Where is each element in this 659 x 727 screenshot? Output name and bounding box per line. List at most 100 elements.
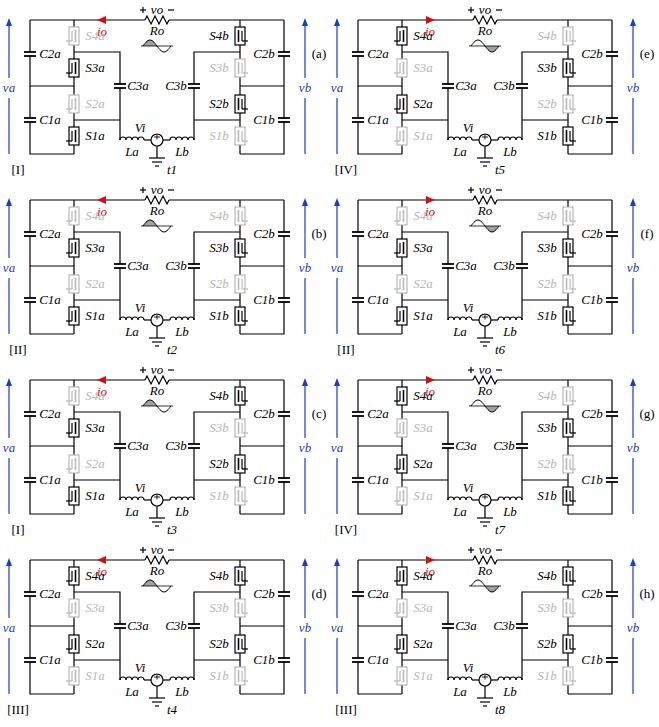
switch-label: S3a (413, 61, 433, 75)
switch-label: S3b (209, 61, 229, 75)
wire (568, 625, 612, 626)
wire (358, 199, 473, 200)
mosfet-symbol (394, 667, 407, 685)
capacitor-label: C2a (39, 227, 61, 241)
voltage-label: vo (151, 543, 163, 557)
time-label: t5 (495, 163, 505, 177)
arrowhead (334, 18, 340, 26)
wire (29, 596, 30, 658)
wire (168, 9, 174, 10)
wire (29, 56, 30, 118)
wire (156, 506, 157, 518)
wire (522, 52, 568, 84)
wire (144, 139, 151, 140)
capacitor-label: C2a (39, 47, 61, 61)
wire (278, 477, 290, 479)
mosfet-symbol (235, 635, 248, 653)
wire (30, 445, 74, 446)
inductor-symbol (498, 677, 522, 680)
mosfet-symbol (66, 275, 79, 293)
capacitor-label: C3a (127, 619, 149, 633)
wire (496, 369, 502, 370)
wire (402, 119, 448, 120)
wire (74, 299, 120, 300)
wire (156, 326, 157, 338)
switch-label: S1b (209, 309, 229, 323)
mosfet-symbol (394, 307, 407, 325)
wire (145, 556, 169, 564)
wire (485, 495, 486, 500)
wire (240, 445, 284, 446)
capacitor-label: C3a (127, 439, 149, 453)
wire (447, 88, 448, 140)
arrowhead (97, 556, 106, 564)
capacitor-label: C2a (39, 407, 61, 421)
capacitor-label: C1a (39, 473, 61, 487)
arrowhead (630, 198, 636, 206)
panel-letter: (h) (639, 587, 654, 601)
wire (304, 565, 305, 618)
capacitor-label: C2a (367, 47, 389, 61)
inductor-symbol (498, 317, 522, 320)
mosfet-symbol (563, 239, 576, 257)
switch-label: S4a (413, 569, 433, 583)
inductor-symbol (170, 317, 194, 320)
wire (336, 25, 337, 78)
wire (472, 679, 479, 680)
wire (194, 592, 240, 624)
voltage-label: vb (626, 81, 640, 95)
capacitor-label: C1b (253, 293, 275, 307)
wire (442, 263, 454, 265)
wire (352, 411, 364, 413)
capacitor-label: C3b (165, 619, 187, 633)
wire (485, 135, 486, 140)
mode-label: [II] (9, 343, 26, 357)
wire (402, 52, 448, 84)
voltage-label: va (2, 261, 16, 275)
panel-letter: (b) (311, 227, 326, 241)
wire (470, 547, 471, 553)
mosfet-symbol (235, 387, 248, 405)
voltage-label: vo (151, 3, 163, 17)
wire (358, 19, 473, 20)
wire (632, 278, 633, 334)
source-symbol (479, 674, 491, 686)
wire (447, 448, 448, 500)
voltage-label: vo (479, 183, 491, 197)
wire (304, 458, 305, 514)
mosfet-symbol (66, 455, 79, 473)
wire (484, 686, 485, 698)
panel-letter: (f) (641, 227, 654, 241)
arrowhead (426, 376, 435, 384)
inductor-label: Lb (175, 505, 189, 519)
circuit-panel (6, 547, 308, 706)
component-label: Ro (150, 204, 164, 218)
mosfet-symbol (563, 59, 576, 77)
wire (611, 560, 612, 592)
wire (352, 477, 364, 479)
wire (29, 416, 30, 478)
wire (516, 83, 528, 85)
arrowhead (426, 556, 435, 564)
wire (632, 638, 633, 694)
mode-label: [III] (335, 703, 357, 717)
inductor-symbol (120, 317, 144, 320)
circuit-panel (6, 7, 308, 166)
capacitor-label: C3b (493, 259, 515, 273)
wire (29, 236, 30, 298)
wire (278, 657, 290, 659)
mosfet-symbol (394, 239, 407, 257)
mosfet-symbol (66, 487, 79, 505)
voltage-label: va (2, 441, 16, 455)
arrowhead (6, 378, 12, 386)
wire (188, 83, 200, 85)
inductor-label: La (125, 325, 139, 339)
voltage-label: va (2, 621, 16, 635)
source-label: Vi (135, 481, 146, 495)
voltage-label: vb (298, 441, 312, 455)
wire (611, 236, 612, 298)
wire (149, 337, 165, 338)
wire (606, 231, 618, 233)
voltage-label: va (330, 261, 344, 275)
wire (568, 265, 612, 266)
